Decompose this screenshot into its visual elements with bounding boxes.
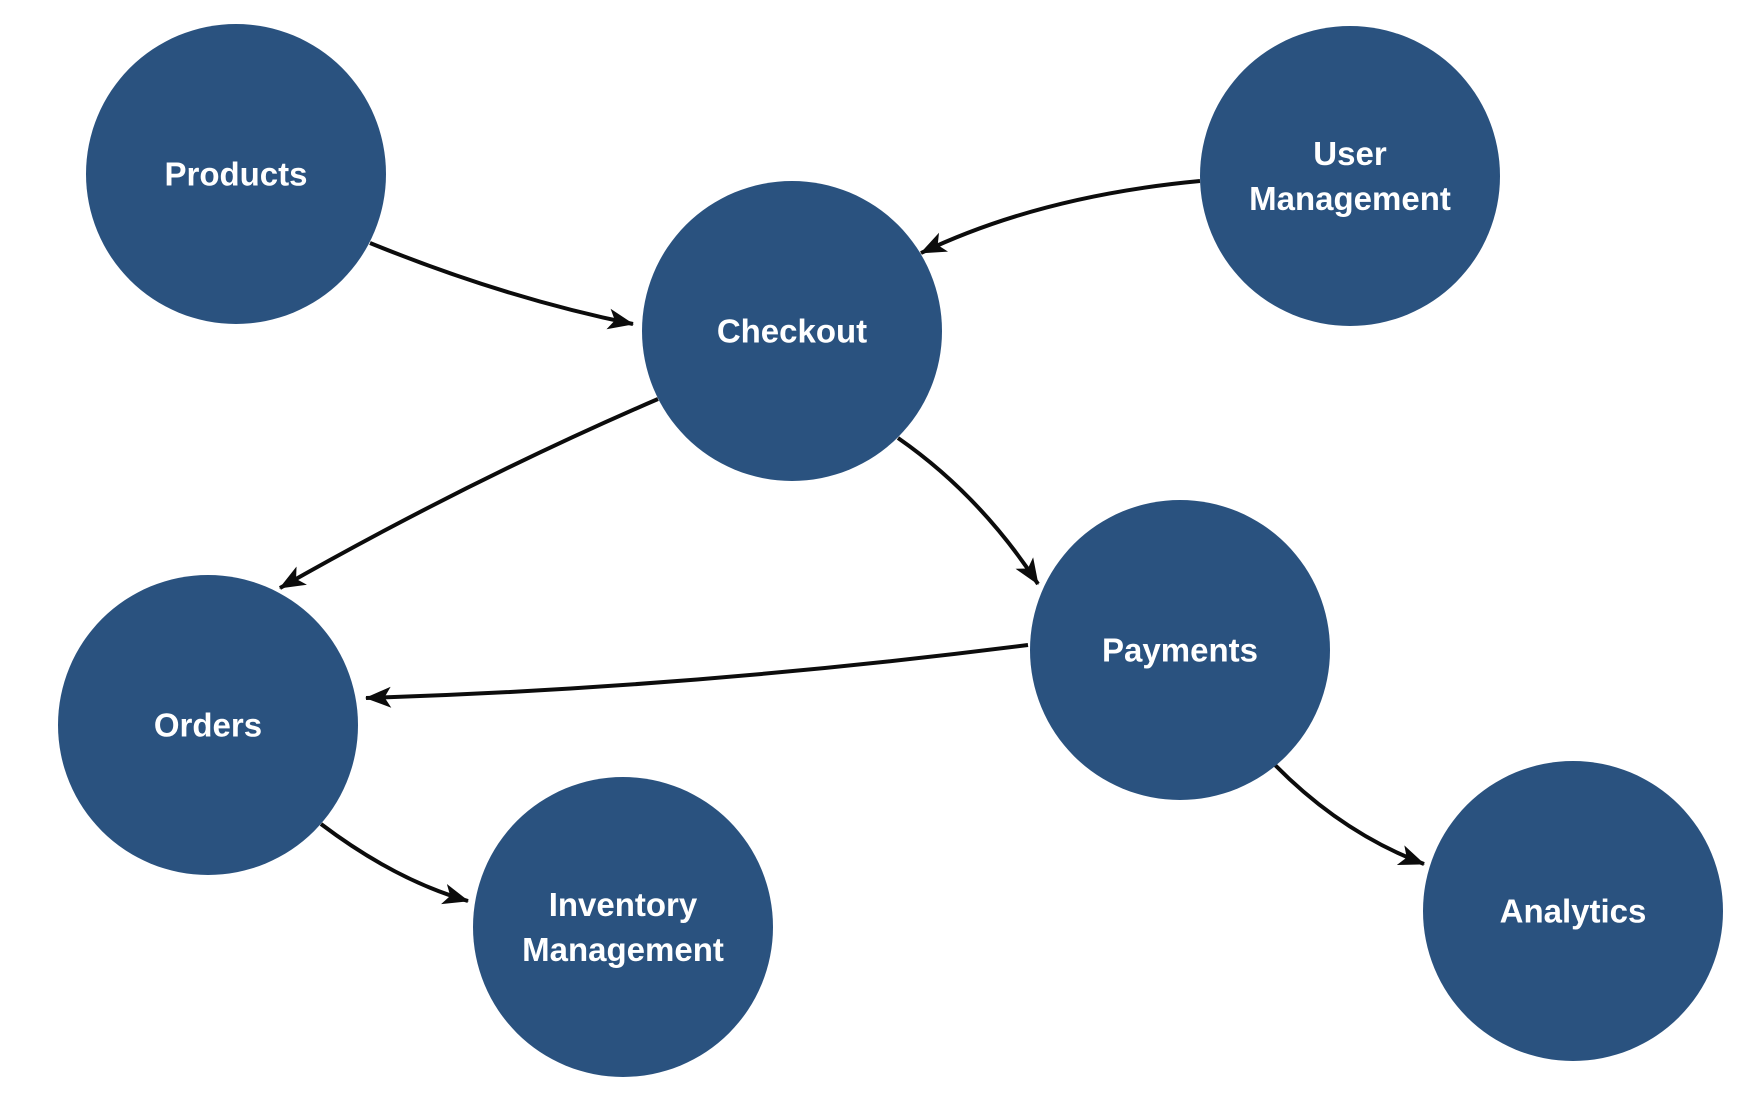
node-checkout: Checkout [642, 181, 942, 481]
edge-user-management-to-checkout [920, 179, 1201, 255]
node-orders: Orders [58, 575, 358, 875]
node-label-orders: Orders [154, 707, 262, 744]
node-analytics: Analytics [1423, 761, 1723, 1061]
node-circle-user-management [1200, 26, 1500, 326]
node-label-products: Products [164, 156, 307, 193]
edge-orders-to-inventory-management [319, 822, 469, 905]
node-circle-products [86, 24, 386, 324]
edge-products-to-checkout [369, 241, 634, 330]
node-products: Products [86, 24, 386, 324]
edge-payments-to-analytics [1273, 763, 1425, 866]
edge-checkout-to-orders [279, 397, 659, 590]
node-circle-analytics [1423, 761, 1723, 1061]
node-label-checkout: Checkout [717, 313, 867, 350]
node-label-payments: Payments [1102, 632, 1258, 669]
node-circle-checkout [642, 181, 942, 481]
edge-checkout-to-payments [896, 436, 1040, 586]
node-payments: Payments [1030, 500, 1330, 800]
node-circle-payments [1030, 500, 1330, 800]
node-circle-inventory-management [473, 777, 773, 1077]
edge-payments-to-orders [365, 643, 1029, 708]
node-label-analytics: Analytics [1500, 893, 1647, 930]
node-circle-orders [58, 575, 358, 875]
